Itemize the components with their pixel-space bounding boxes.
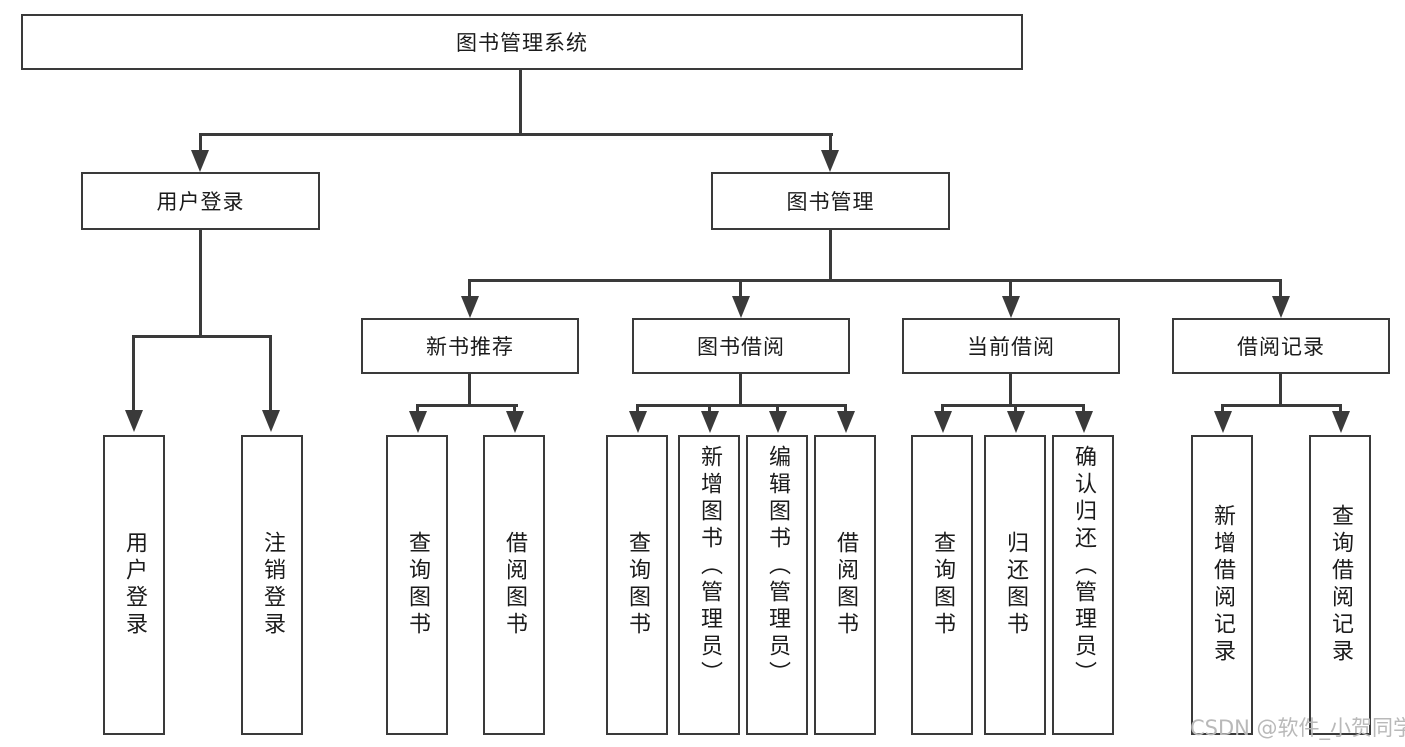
arrow-to-leaf-add-record (1214, 411, 1232, 433)
node-user-login[interactable]: 用户登录 (81, 172, 320, 230)
node-leaf-borrow-book-2[interactable]: 借阅图书 (814, 435, 876, 735)
arrow-to-book-manage (821, 150, 839, 172)
connector-userlogin-stem (199, 230, 202, 337)
connector-root-drop-right (829, 133, 832, 161)
connector-newbook-stem (468, 374, 471, 407)
connector-root-stem (519, 70, 522, 135)
node-borrow-record[interactable]: 借阅记录 (1172, 318, 1390, 374)
node-label: 注销登录 (260, 531, 285, 639)
node-label: 图书借阅 (697, 335, 785, 359)
arrow-to-leaf-user-login (125, 410, 143, 432)
node-label: 借阅图书 (502, 531, 527, 639)
node-leaf-return-book[interactable]: 归还图书 (984, 435, 1046, 735)
node-label: 新增借阅记录 (1210, 504, 1235, 666)
node-leaf-add-book[interactable]: 新增图书（管理员） (678, 435, 740, 735)
node-leaf-confirm-return[interactable]: 确认归还（管理员） (1052, 435, 1114, 735)
connector-bookmanage-bus (468, 279, 1281, 282)
node-leaf-query-book-3[interactable]: 查询图书 (911, 435, 973, 735)
node-label: 新增图书（管理员） (697, 445, 722, 688)
connector-bookborrow-stem (739, 374, 742, 407)
connector-newbook-bus (416, 404, 518, 407)
arrow-to-user-login (191, 150, 209, 172)
arrow-to-leaf-user-logout (262, 410, 280, 432)
node-label: 查询图书 (930, 531, 955, 639)
node-label: 借阅记录 (1237, 335, 1325, 359)
node-label: 当前借阅 (967, 335, 1055, 359)
connector-bookmanage-drop-2 (1009, 279, 1012, 303)
node-label: 查询图书 (405, 531, 430, 639)
node-label: 图书管理系统 (456, 31, 588, 55)
connector-borrowrecord-stem (1279, 374, 1282, 407)
arrow-to-leaf-return-book (1007, 411, 1025, 433)
node-book-manage[interactable]: 图书管理 (711, 172, 950, 230)
connector-root-drop-left (199, 133, 202, 161)
node-label: 编辑图书（管理员） (765, 445, 790, 688)
node-label: 归还图书 (1003, 531, 1028, 639)
node-label: 新书推荐 (426, 335, 514, 359)
node-leaf-query-book-2[interactable]: 查询图书 (606, 435, 668, 735)
node-label: 图书管理 (786, 190, 875, 214)
arrow-to-leaf-query-book-2 (629, 411, 647, 433)
node-label: 查询图书 (625, 531, 650, 639)
arrow-to-book-borrow (732, 296, 750, 318)
arrow-to-current-borrow (1002, 296, 1020, 318)
node-leaf-query-book-1[interactable]: 查询图书 (386, 435, 448, 735)
node-label: 用户登录 (122, 531, 147, 639)
node-book-borrow[interactable]: 图书借阅 (632, 318, 850, 374)
connector-bookmanage-drop-0 (468, 279, 471, 303)
node-leaf-add-record[interactable]: 新增借阅记录 (1191, 435, 1253, 735)
arrow-to-leaf-edit-book (769, 411, 787, 433)
node-label: 借阅图书 (833, 531, 858, 639)
arrow-to-leaf-query-book-1 (409, 411, 427, 433)
arrow-to-leaf-query-book-3 (934, 411, 952, 433)
csdn-watermark: CSDN @软件_小贺同学 (1190, 716, 1405, 740)
connector-bookmanage-drop-1 (739, 279, 742, 303)
arrow-to-leaf-borrow-book-1 (506, 411, 524, 433)
connector-root-bus (199, 133, 833, 136)
node-leaf-borrow-book-1[interactable]: 借阅图书 (483, 435, 545, 735)
node-new-book-recommend[interactable]: 新书推荐 (361, 318, 579, 374)
arrow-to-borrow-record (1272, 296, 1290, 318)
node-leaf-query-record[interactable]: 查询借阅记录 (1309, 435, 1371, 735)
connector-borrowrecord-bus (1221, 404, 1340, 407)
connector-userlogin-drop-0 (132, 335, 135, 416)
arrow-to-new-book-recommend (461, 296, 479, 318)
connector-bookmanage-stem (829, 230, 832, 282)
node-leaf-edit-book[interactable]: 编辑图书（管理员） (746, 435, 808, 735)
node-leaf-user-login[interactable]: 用户登录 (103, 435, 165, 735)
arrow-to-leaf-confirm-return (1075, 411, 1093, 433)
arrow-to-leaf-add-book (701, 411, 719, 433)
connector-userlogin-drop-1 (269, 335, 272, 416)
node-label: 确认归还（管理员） (1071, 445, 1096, 688)
node-root-system[interactable]: 图书管理系统 (21, 14, 1023, 70)
connector-userlogin-bus (132, 335, 272, 338)
node-leaf-user-logout[interactable]: 注销登录 (241, 435, 303, 735)
arrow-to-leaf-borrow-book-2 (837, 411, 855, 433)
connector-bookmanage-drop-3 (1279, 279, 1282, 303)
connector-bookborrow-bus (636, 404, 846, 407)
connector-currentborrow-bus (941, 404, 1084, 407)
node-current-borrow[interactable]: 当前借阅 (902, 318, 1120, 374)
arrow-to-leaf-query-record (1332, 411, 1350, 433)
node-label: 查询借阅记录 (1328, 504, 1353, 666)
node-label: 用户登录 (156, 190, 245, 214)
connector-currentborrow-stem (1009, 374, 1012, 407)
